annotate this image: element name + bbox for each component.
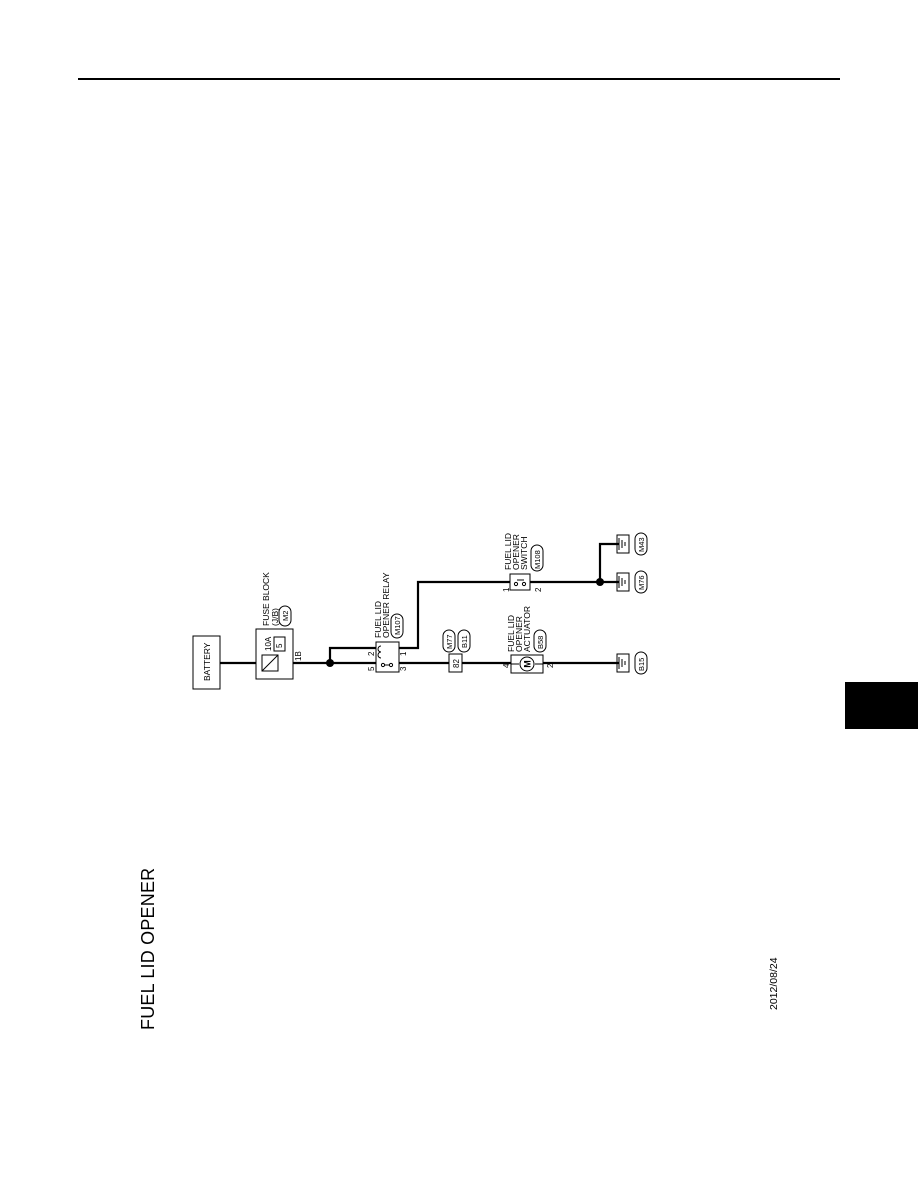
connector-badge (530, 544, 544, 572)
switch-pin: 1 (502, 587, 511, 592)
connector-id: M107 (393, 616, 402, 635)
relay-contact (380, 662, 386, 668)
battery-label: BATTERY (202, 642, 212, 681)
fuse-number: 5 (275, 643, 284, 648)
motor-symbol: M (523, 660, 533, 668)
fuse-number-box (273, 636, 286, 652)
actuator-label: FUEL LID (506, 615, 516, 652)
switch-label: SWITCH (519, 536, 529, 570)
connector-badge (278, 605, 292, 627)
ground-b15: B15 (616, 651, 648, 675)
wire-relay-switch (399, 580, 510, 650)
connector-id: B15 (637, 658, 646, 671)
fuse-rating: 10A (264, 636, 273, 651)
motor-icon (519, 656, 535, 672)
battery: BATTERY (192, 635, 221, 690)
fuse-block-label-jb: (J/B) (270, 608, 280, 626)
ground-m76: M76 (616, 570, 648, 594)
relay-pin: 2 (367, 651, 376, 656)
relay-pin: 3 (399, 666, 408, 671)
ground-icon (616, 572, 630, 592)
relay-coil-symbol (377, 645, 382, 659)
wire-relay-coil-feed (328, 646, 376, 663)
ground-m43: M43 (616, 532, 648, 556)
battery-box (192, 635, 221, 690)
fuse-terminal: 1B (294, 651, 303, 661)
connector-badge (442, 629, 456, 653)
relay-pin: 1 (399, 651, 408, 656)
actuator-label: OPENER (514, 616, 524, 652)
actuator-pin: 2 (546, 663, 555, 668)
switch-label: OPENER (511, 534, 521, 570)
connector-badge (634, 532, 648, 556)
fuel-lid-opener-relay: 2 1 5 3 FUEL LID OPENER RELAY M107 (367, 572, 408, 673)
actuator-label: ACTUATOR (522, 606, 532, 652)
connector-id: M76 (637, 575, 646, 590)
switch-pin: 2 (534, 587, 543, 592)
splice-point (326, 659, 334, 667)
fuse-block-label: FUSE BLOCK (261, 572, 271, 626)
connector-id: B58 (536, 636, 545, 649)
switch-box (509, 573, 531, 591)
wires (220, 542, 619, 667)
joint-terminal: 82 (452, 659, 461, 668)
joint-connector: 82 M77 B11 (442, 629, 471, 673)
switch-contact (513, 581, 519, 587)
connector-id: M77 (445, 634, 454, 649)
fuse-block: 10A 5 1B FUSE BLOCK (J/B) M2 (255, 572, 303, 680)
header-rule (78, 78, 840, 80)
connector-id: B11 (460, 635, 469, 648)
relay-pin: 5 (367, 666, 376, 671)
connector-id: M43 (637, 537, 646, 552)
joint-connector-box (448, 653, 463, 673)
fuse-symbol-element (261, 654, 279, 672)
switch-label: FUEL LID (503, 533, 513, 570)
splice-point (596, 578, 604, 586)
connector-badge (533, 629, 547, 653)
connector-badge (634, 570, 648, 594)
relay-label: FUEL LID (373, 601, 383, 638)
actuator-pin: 4 (502, 663, 511, 668)
connector-badge (457, 629, 471, 653)
connector-id: M108 (533, 550, 542, 569)
connector-id: M2 (281, 611, 290, 621)
ground-icon (616, 653, 630, 673)
fuel-lid-opener-switch: 1 2 FUEL LID OPENER SWITCH M108 (502, 533, 544, 592)
connector-badge (390, 613, 404, 639)
wire-ground-branch (598, 542, 619, 582)
switch-contact (521, 581, 527, 587)
fuel-lid-opener-actuator: M 4 2 FUEL LID OPENER ACTUATOR B58 (502, 606, 555, 674)
ground-icon (616, 534, 630, 554)
relay-contact (388, 662, 394, 668)
page-date: 2012/08/24 (768, 957, 780, 1010)
section-tab (845, 682, 918, 729)
page-title: FUEL LID OPENER (138, 867, 158, 1030)
connector-badge (634, 651, 648, 675)
relay-label: OPENER RELAY (381, 572, 391, 638)
